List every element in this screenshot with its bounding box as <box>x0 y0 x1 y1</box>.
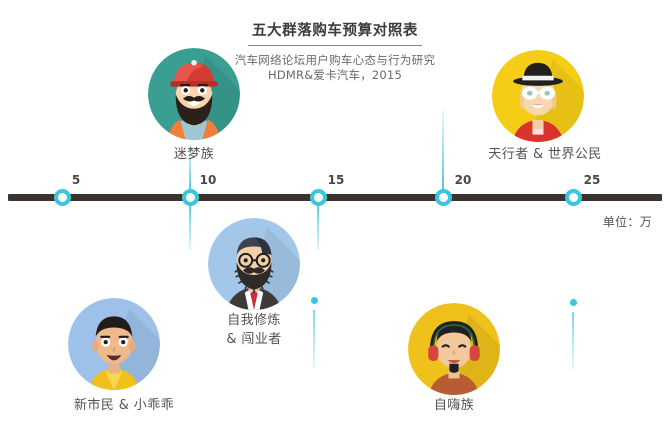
connector-stub-ziwoxiulian <box>313 310 315 368</box>
group-label-ziwoxiulian-line1: 自我修炼 <box>227 313 281 328</box>
page-title: 五大群落购车预算对照表 <box>247 21 423 46</box>
subtitle-line-1: 汽车网络论坛用户购车心态与行为研究 <box>234 53 436 67</box>
axis-tick-label-5: 5 <box>71 173 81 187</box>
axis-tick-20[interactable] <box>434 189 452 206</box>
group-label-ziwoxiulian: 自我修炼 & 闯业者 <box>194 311 314 349</box>
axis-tick-label-10: 10 <box>199 173 217 187</box>
axis-tick-10[interactable] <box>181 189 199 206</box>
axis-unit-label: 单位：万 <box>602 215 652 229</box>
avatar-tianxingzhe-image <box>492 50 584 142</box>
avatar-xinshimin-image <box>68 298 160 390</box>
subtitle-line-2: HDMR&爱卡汽车，2015 <box>268 68 402 82</box>
connector-line-mimengzu <box>189 144 191 197</box>
connector-stub-zihaizu <box>572 312 574 370</box>
group-label-ziwoxiulian-line2: & 闯业者 <box>226 332 282 347</box>
axis-tick-15[interactable] <box>309 189 327 206</box>
page-subtitle: 汽车网络论坛用户购车心态与行为研究 HDMR&爱卡汽车，2015 <box>0 53 670 83</box>
avatar-zihaizu[interactable] <box>408 303 500 395</box>
avatar-tianxingzhe[interactable] <box>492 50 584 142</box>
axis-tick-label-20: 20 <box>454 173 472 187</box>
axis-tick-25[interactable] <box>564 189 582 206</box>
axis-tick-label-15: 15 <box>327 173 345 187</box>
group-label-zihaizu: 自嗨族 <box>433 398 475 413</box>
axis-line <box>8 194 662 201</box>
connector-line-ziwoxiulian <box>317 198 319 250</box>
group-label-tianxingzhe: 天行者 & 世界公民 <box>488 147 602 162</box>
avatar-ziwoxiulian[interactable] <box>208 218 300 310</box>
connector-line-tianxingzhe <box>442 110 444 197</box>
avatar-ziwoxiulian-image <box>208 218 300 310</box>
header-block: 五大群落购车预算对照表 汽车网络论坛用户购车心态与行为研究 HDMR&爱卡汽车，… <box>0 20 670 83</box>
axis-tick-5[interactable] <box>53 189 71 206</box>
avatar-mimengzu-image <box>148 48 240 140</box>
connector-dot-zihaizu <box>569 299 577 306</box>
avatar-xinshimin[interactable] <box>68 298 160 390</box>
axis-tick-label-25: 25 <box>583 173 601 187</box>
avatar-zihaizu-image <box>408 303 500 395</box>
connector-dot-ziwoxiulian <box>310 297 318 304</box>
avatar-mimengzu[interactable] <box>148 48 240 140</box>
connector-line-xinshimin <box>189 198 191 250</box>
group-label-mimengzu: 迷梦族 <box>173 147 215 162</box>
group-label-xinshimin: 新市民 & 小乖乖 <box>73 398 175 413</box>
